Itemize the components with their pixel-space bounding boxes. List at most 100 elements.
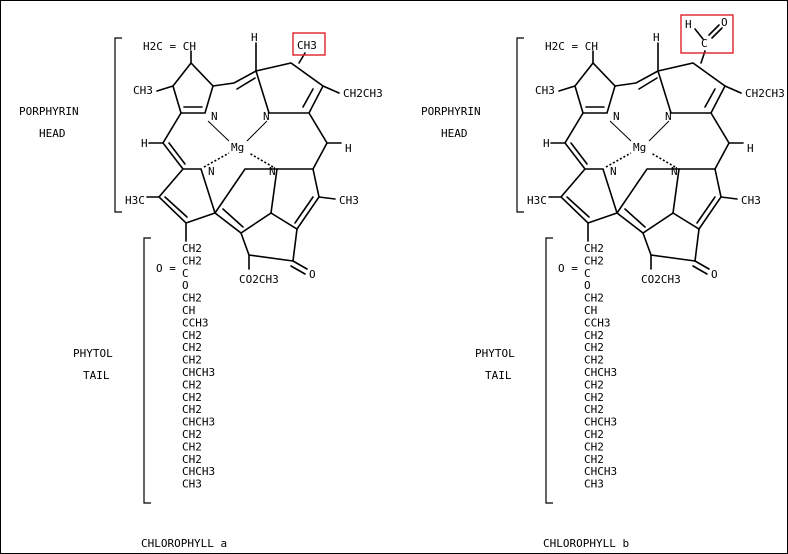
tail-group: CH2 (584, 428, 604, 441)
tail-group: CH2 (584, 329, 604, 342)
tail-group: CH2 (584, 378, 604, 391)
metal-a: Mg (231, 141, 244, 154)
porphyrin-skeleton-b (548, 24, 744, 275)
tail-label-a-2: TAIL (83, 369, 110, 382)
porphyrin-skeleton-a (146, 42, 342, 275)
tail-group: CH2 (182, 292, 202, 305)
tail-group: CH3 (182, 478, 202, 491)
tail-group: CH2 (584, 242, 604, 255)
formyl-o-b: O (721, 16, 728, 29)
phytol-chain-b: CH2CH2COCH2CHCCH3CH2CH2CH2CHCH3CH2CH2CH2… (584, 242, 617, 491)
tail-group: CH2 (182, 378, 202, 391)
tail-group: CH2 (182, 354, 202, 367)
molecule-a: PORPHYRIN HEAD PHYTOL TAIL (19, 31, 383, 550)
tail-group: CH2 (182, 329, 202, 342)
head-label-a-1: PORPHYRIN (19, 105, 79, 118)
n3-b: N (610, 165, 617, 178)
tail-group: O (584, 279, 591, 292)
tail-group: O (182, 279, 189, 292)
tail-group: CHCH3 (182, 465, 215, 478)
tail-group: CHCH3 (182, 416, 215, 429)
phytol-chain-a: CH2CH2COCH2CHCCH3CH2CH2CH2CHCH3CH2CH2CH2… (182, 242, 215, 491)
tail-group: CH2 (584, 354, 604, 367)
tail-group: CH2 (584, 341, 604, 354)
h-right-a: H (345, 142, 352, 155)
n1-a: N (211, 110, 218, 123)
tail-label-b-2: TAIL (485, 369, 512, 382)
top-h-a: H (251, 31, 258, 44)
methyl-2-a: H3C (125, 194, 145, 207)
tail-group: C (182, 267, 189, 280)
tail-group: CHCH3 (584, 416, 617, 429)
head-bracket-b (516, 37, 524, 213)
tail-group: CH2 (182, 453, 202, 466)
head-label-b-2: HEAD (441, 127, 468, 140)
h-right-b: H (747, 142, 754, 155)
h-left-a: H (141, 137, 148, 150)
tail-group: CH2 (584, 403, 604, 416)
tail-group: CHCH3 (182, 366, 215, 379)
h-left-b: H (543, 137, 550, 150)
methyl-3-b: CH3 (741, 194, 761, 207)
head-bracket-a (114, 37, 122, 213)
title-a: CHLOROPHYLL a (141, 537, 227, 550)
methyl-1-a: CH3 (133, 84, 153, 97)
n1-b: N (613, 110, 620, 123)
tail-group: CCH3 (182, 316, 209, 329)
methyl-1-b: CH3 (535, 84, 555, 97)
highlight-group-a: CH3 (297, 39, 317, 52)
tail-group: CH2 (182, 428, 202, 441)
vinyl-b: H2C = CH (545, 40, 598, 53)
highlight-box-a (292, 32, 326, 56)
tail-group: CH (182, 304, 195, 317)
metal-b: Mg (633, 141, 646, 154)
tail-group: CH2 (584, 440, 604, 453)
n4-b: N (671, 165, 678, 178)
formyl-h-b: H (685, 18, 692, 31)
tail-group: CH2 (182, 440, 202, 453)
keto-o-a: O (309, 268, 316, 281)
tail-label-b-1: PHYTOL (475, 347, 515, 360)
tail-group: CH2 (584, 292, 604, 305)
molecule-b: PORPHYRIN HEAD PHYTOL TAIL (421, 14, 785, 550)
methyl-3-a: CH3 (339, 194, 359, 207)
tail-group: CH2 (584, 391, 604, 404)
tail-group: CCH3 (584, 316, 611, 329)
tail-group: CH2 (182, 403, 202, 416)
methyl-2-b: H3C (527, 194, 547, 207)
tail-group: CH (584, 304, 597, 317)
highlight-box-b (680, 14, 734, 54)
n3-a: N (208, 165, 215, 178)
ethyl-a: CH2CH3 (343, 87, 383, 100)
title-b: CHLOROPHYLL b (543, 537, 629, 550)
tail-group: CHCH3 (584, 366, 617, 379)
carbonyl-o-b: O = (558, 262, 578, 275)
n2-b: N (665, 110, 672, 123)
tail-group: CH2 (182, 254, 202, 267)
tail-group: C (584, 267, 591, 280)
formyl-c-b: C (701, 37, 708, 50)
top-h-b: H (653, 31, 660, 44)
tail-group: CH2 (182, 341, 202, 354)
n2-a: N (263, 110, 270, 123)
n4-a: N (269, 165, 276, 178)
tail-bracket-a (143, 237, 151, 504)
ethyl-b: CH2CH3 (745, 87, 785, 100)
keto-o-b: O (711, 268, 718, 281)
tail-group: CH2 (182, 242, 202, 255)
ester-b: CO2CH3 (641, 273, 681, 286)
tail-group: CH3 (584, 478, 604, 491)
tail-group: CH2 (584, 453, 604, 466)
tail-group: CH2 (584, 254, 604, 267)
carbonyl-o-a: O = (156, 262, 176, 275)
tail-group: CH2 (182, 391, 202, 404)
tail-bracket-b (545, 237, 553, 504)
ester-a: CO2CH3 (239, 273, 279, 286)
vinyl-a: H2C = CH (143, 40, 196, 53)
head-label-b-1: PORPHYRIN (421, 105, 481, 118)
tail-label-a-1: PHYTOL (73, 347, 113, 360)
head-label-a-2: HEAD (39, 127, 66, 140)
tail-group: CHCH3 (584, 465, 617, 478)
